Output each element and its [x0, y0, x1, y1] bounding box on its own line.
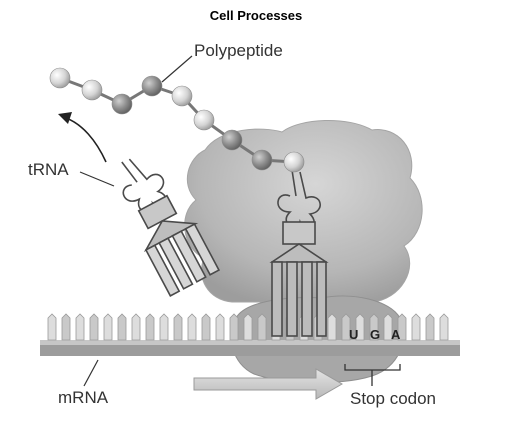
mrna-base [439, 313, 449, 341]
mrna-base [131, 313, 141, 341]
diagram-title: Cell Processes [210, 8, 303, 23]
polypeptide-leader [161, 55, 193, 83]
amino-acid-bead [221, 129, 243, 151]
mrna-base [355, 313, 365, 341]
amino-acid-bead [193, 109, 215, 131]
mrna-base [215, 313, 225, 341]
mrna-base [103, 313, 113, 341]
amino-acid-bead [141, 75, 163, 97]
direction-arrow [193, 368, 344, 400]
mrna-base [229, 313, 239, 341]
amino-acid-bead [49, 67, 71, 89]
mrna-base [257, 313, 267, 341]
codon-letter: A [391, 327, 402, 342]
amino-acid-bead [283, 151, 305, 173]
mrna-base [75, 313, 85, 341]
mrna-label: mRNA [58, 388, 109, 407]
codon-letter: G [370, 327, 382, 342]
amino-acid-bead [171, 85, 193, 107]
mrna-base [383, 313, 393, 341]
mrna-base [61, 313, 71, 341]
mrna-base [159, 313, 169, 341]
mrna-base [187, 313, 197, 341]
polypeptide-label: Polypeptide [194, 41, 283, 60]
mrna-bases [47, 313, 449, 341]
mrna-base [47, 313, 57, 341]
mrna-base [173, 313, 183, 341]
mrna-base [145, 313, 155, 341]
mrna-base [341, 313, 351, 341]
mrna-base [89, 313, 99, 341]
amino-acid-bead [81, 79, 103, 101]
mrna-base [327, 313, 337, 341]
stop-codon-letters: U G A [349, 327, 402, 342]
mrna-base [397, 313, 407, 341]
polypeptide-chain [49, 67, 305, 173]
mrna-leader [83, 359, 99, 387]
codon-letter: U [349, 327, 360, 342]
exiting-trna [121, 158, 221, 297]
mrna-base [425, 313, 435, 341]
mrna-base [201, 313, 211, 341]
trna-label: tRNA [28, 160, 69, 179]
trna-leader [79, 171, 115, 187]
trna-in-ribosome [269, 169, 329, 337]
amino-acid-bead [251, 149, 273, 171]
mrna-base [369, 313, 379, 341]
stop-codon-label: Stop codon [350, 389, 436, 408]
mrna-base [117, 313, 127, 341]
mrna-base [411, 313, 421, 341]
stop-codon-bracket [344, 364, 401, 386]
mrna-strand [40, 313, 460, 356]
amino-acid-bead [111, 93, 133, 115]
exit-arrow [58, 112, 107, 163]
mrna-base [243, 313, 253, 341]
